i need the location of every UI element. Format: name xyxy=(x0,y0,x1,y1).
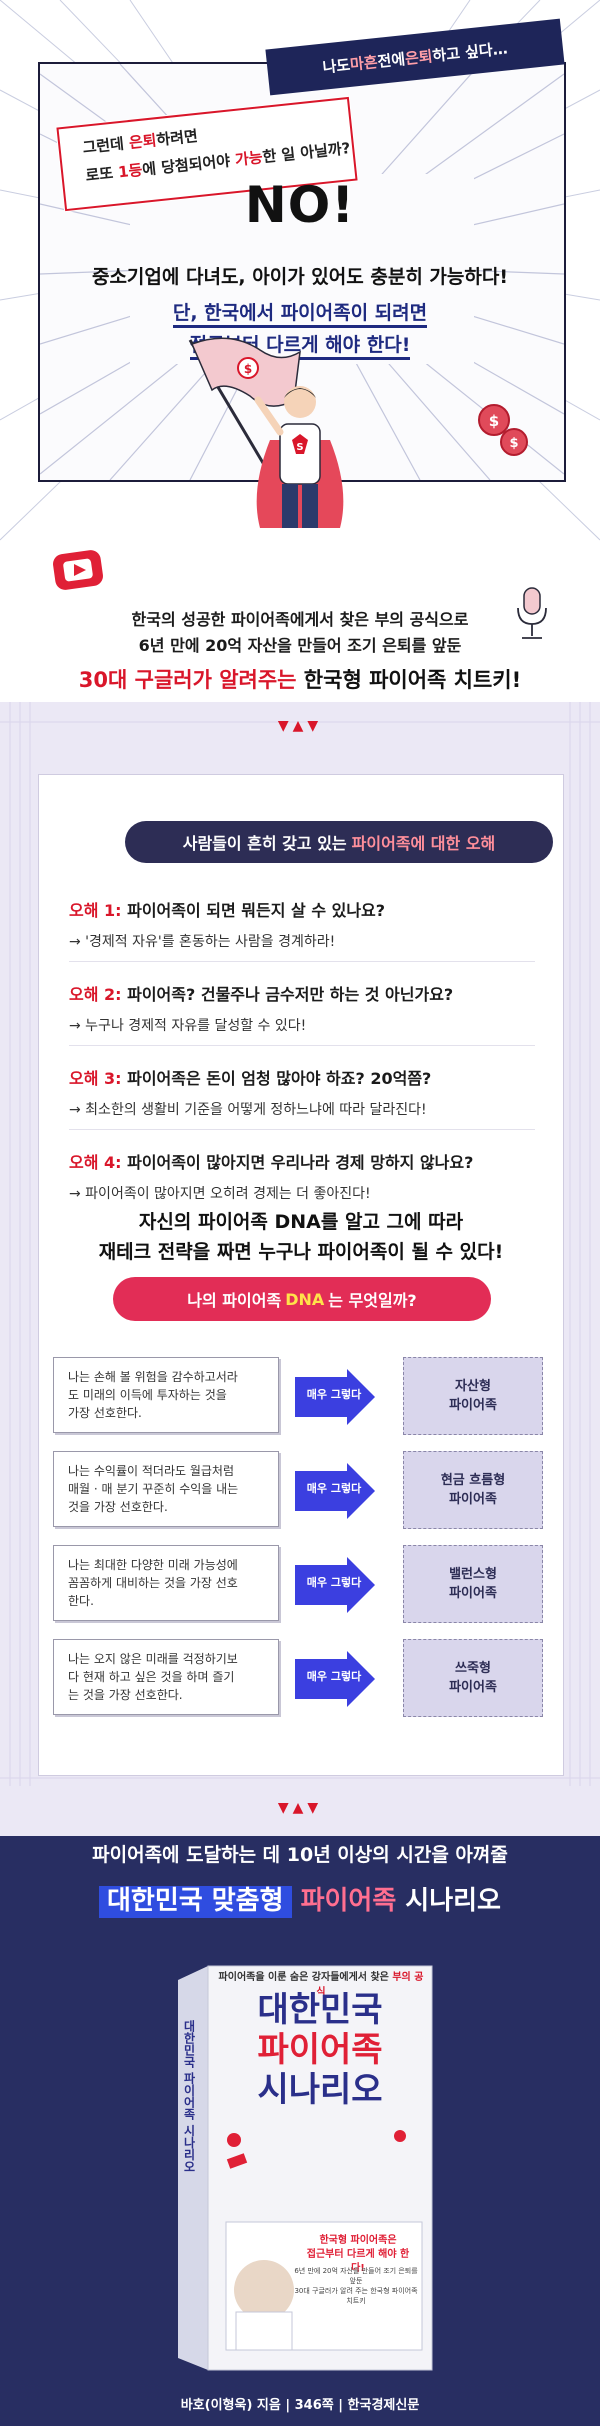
no-heading: NO! xyxy=(244,176,356,234)
myth-answer: → 누구나 경제적 자유를 달성할 수 있다! xyxy=(69,1018,307,1034)
myth-answer: → '경제적 자유'를 혼동하는 사람을 경계하라! xyxy=(69,934,336,950)
stripe-background xyxy=(0,702,600,1786)
arrow-right-icon xyxy=(295,1651,375,1707)
tagline: 30대 구글러가 알려주는 한국형 파이어족 치트키! xyxy=(78,668,522,692)
main-statement: 중소기업에 다녀도, 아이가 있어도 충분히 가능하다! xyxy=(91,266,509,288)
condition-line-1: 단, 한국에서 파이어족이 되려면 xyxy=(0,298,600,328)
arrow-label: 매우 그렇다 xyxy=(306,1388,362,1401)
book-cover-box-text: 한국형 파이어족은 접근부터 다르게 해야 한다! xyxy=(306,2235,410,2274)
divider xyxy=(69,1045,535,1046)
book-cover-box-small: 6년 만에 20억 자산을 만들어 조기 은퇴를 앞둔 30대 구글러가 알려 … xyxy=(294,2267,418,2305)
bubble-highlight: 은퇴 xyxy=(404,46,434,68)
arrow-label: 매우 그렇다 xyxy=(306,1576,362,1589)
bubble-text: 하고 싶다… xyxy=(431,38,509,65)
book-section-title: 대한민국 맞춤형 파이어족 시나리오 xyxy=(0,1880,600,1918)
book-spine-title: 대한민국 파이어족 시나리오 xyxy=(182,2020,196,2173)
flag-illustration: $ xyxy=(188,337,301,469)
myth-question: 오해 4: 파이어족이 많아지면 우리나라 경제 망하지 않나요? xyxy=(69,1153,474,1172)
myth-item: 오해 2: 파이어족? 건물주나 금수저만 하는 것 아닌가요? → 누구나 경… xyxy=(69,981,539,1035)
description-line-2: 6년 만에 20억 자산을 만들어 조기 은퇴를 앞둔 xyxy=(138,636,462,655)
book-meta-info: 바호(이형욱) 지음 | 346쪽 | 한국경제신문 xyxy=(180,2398,420,2413)
myth-question: 오해 1: 파이어족이 되면 뭐든지 살 수 있나요? xyxy=(69,901,386,920)
svg-text:$: $ xyxy=(489,412,499,430)
video-play-icon xyxy=(53,550,103,590)
book-top-line: 파이어족을 이룬 숨은 강자들에게서 찾은 부의 공식 xyxy=(218,1972,424,1998)
book-section-subtitle: 파이어족에 도달하는 데 10년 이상의 시간을 아껴줄 xyxy=(92,1844,508,1866)
description-line-1: 한국의 성공한 파이어족에게서 찾은 부의 공식으로 xyxy=(131,610,469,629)
myth-item: 오해 1: 파이어족이 되면 뭐든지 살 수 있나요? → '경제적 자유'를 … xyxy=(69,897,539,951)
bubble-highlight: 마흔 xyxy=(349,52,379,74)
dna-lead-line-1: 자신의 파이어족 DNA를 알고 그에 따라 xyxy=(138,1211,464,1233)
book-cover-title: 대한민국 파이어족 시나리오 xyxy=(257,1990,383,2110)
coin-icon: $ $ xyxy=(478,404,528,456)
book-cover-illustration xyxy=(178,1965,433,2371)
myth-item: 오해 4: 파이어족이 많아지면 우리나라 경제 망하지 않나요? → 파이어족… xyxy=(69,1149,539,1203)
dna-lead-line-2: 재테크 전략을 짜면 누구나 파이어족이 될 수 있다! xyxy=(98,1241,504,1263)
svg-text:$: $ xyxy=(509,436,518,451)
myth-question: 오해 3: 파이어족은 돈이 엄청 많아야 하죠? 20억쯤? xyxy=(69,1069,432,1088)
myth-answer: → 최소한의 생활비 기준을 어떻게 정하느냐에 따라 달라진다! xyxy=(69,1102,427,1118)
divider xyxy=(69,961,535,962)
svg-text:S: S xyxy=(296,442,303,453)
divider-triangles: ▼▲▼ xyxy=(277,1800,323,1816)
myth-question: 오해 2: 파이어족? 건물주나 금수저만 하는 것 아닌가요? xyxy=(69,985,454,1004)
arrow-label: 매우 그렇다 xyxy=(306,1482,362,1495)
bubble-text: 전에 xyxy=(376,49,406,71)
arrow-right-icon xyxy=(295,1557,375,1613)
book-section-top-band: ▼▲▼ xyxy=(0,1786,600,1836)
divider xyxy=(69,1129,535,1130)
arrow-label: 매우 그렇다 xyxy=(306,1670,362,1683)
myth-answer: → 파이어족이 많아지면 오히려 경제는 더 좋아진다! xyxy=(69,1186,371,1202)
svg-text:$: $ xyxy=(244,362,252,376)
arrow-right-icon xyxy=(295,1369,375,1425)
superhero-person-illustration: S xyxy=(254,386,344,528)
bubble-text: 나도 xyxy=(321,55,352,77)
microphone-icon xyxy=(517,587,547,639)
myth-item: 오해 3: 파이어족은 돈이 엄청 많아야 하죠? 20억쯤? → 최소한의 생… xyxy=(69,1065,539,1119)
arrow-right-icon xyxy=(295,1463,375,1519)
divider-triangles: ▼▲▼ xyxy=(277,718,323,734)
